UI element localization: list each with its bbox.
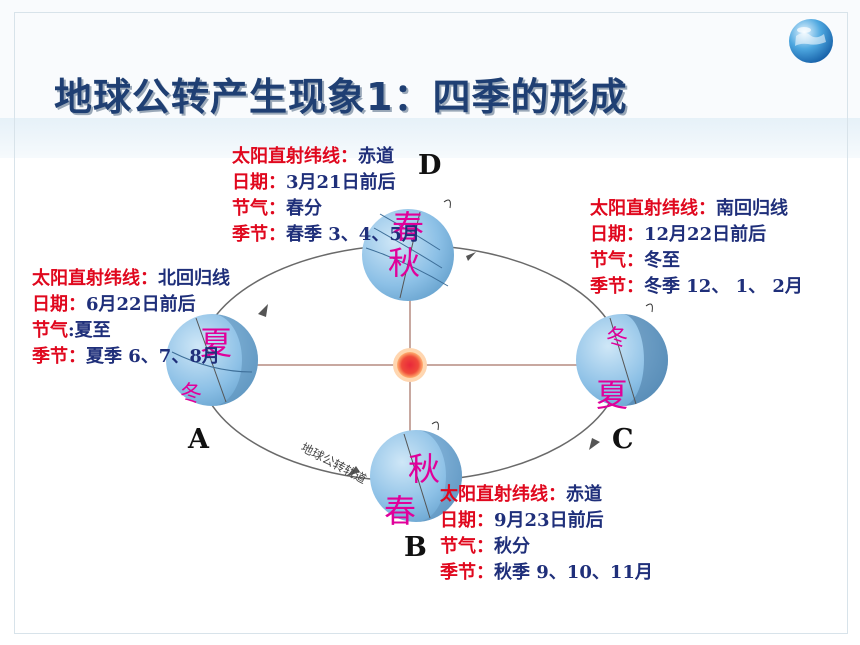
- info-block-D: 太阳直射纬线：赤道 日期：3月21日前后 节气：春分 季节：春季 3、4、5月: [232, 146, 420, 245]
- season-south-C: 夏: [596, 376, 629, 414]
- info-block-C: 太阳直射纬线：南回归线 日期：12月22日前后 节气：冬至 季节：冬季 12、 …: [590, 198, 803, 297]
- header-band: [0, 118, 860, 158]
- sun: [397, 352, 423, 378]
- season-north-C: 冬: [606, 326, 629, 351]
- season-south-D: 秋: [388, 244, 421, 282]
- earth-B: [370, 421, 462, 522]
- page-title: 地球公转产生现象1：四季的形成: [54, 75, 628, 119]
- earth-C: [576, 303, 668, 406]
- position-letter-A: A: [188, 424, 209, 455]
- season-south-A: 冬: [180, 382, 203, 407]
- orbit-label: 地球公转轨道: [299, 439, 370, 486]
- earth-A: [166, 314, 258, 406]
- orbit-arrow: [589, 438, 600, 450]
- position-letter-B: B: [404, 532, 427, 563]
- orbit-arrow: [348, 466, 360, 476]
- orbit-arrow: [258, 304, 268, 317]
- globe-icon: [789, 19, 833, 63]
- info-block-A: 太阳直射纬线：北回归线 日期：6月22日前后 节气:夏至 季节：夏季 6、7、8…: [32, 268, 230, 367]
- info-block-B: 太阳直射纬线：赤道 日期：9月23日前后 节气：秋分 季节：秋季 9、10、11…: [440, 484, 653, 583]
- position-letter-C: C: [612, 424, 634, 455]
- position-letter-D: D: [418, 150, 442, 181]
- earth-D: [362, 199, 454, 301]
- slide-frame: [14, 12, 848, 634]
- orbit-arrow: [466, 252, 476, 261]
- season-south-B: 春: [384, 492, 417, 530]
- header-background: [0, 0, 860, 118]
- season-north-A: 夏: [200, 324, 233, 362]
- season-north-B: 秋: [408, 450, 441, 488]
- season-north-D: 春: [392, 208, 425, 246]
